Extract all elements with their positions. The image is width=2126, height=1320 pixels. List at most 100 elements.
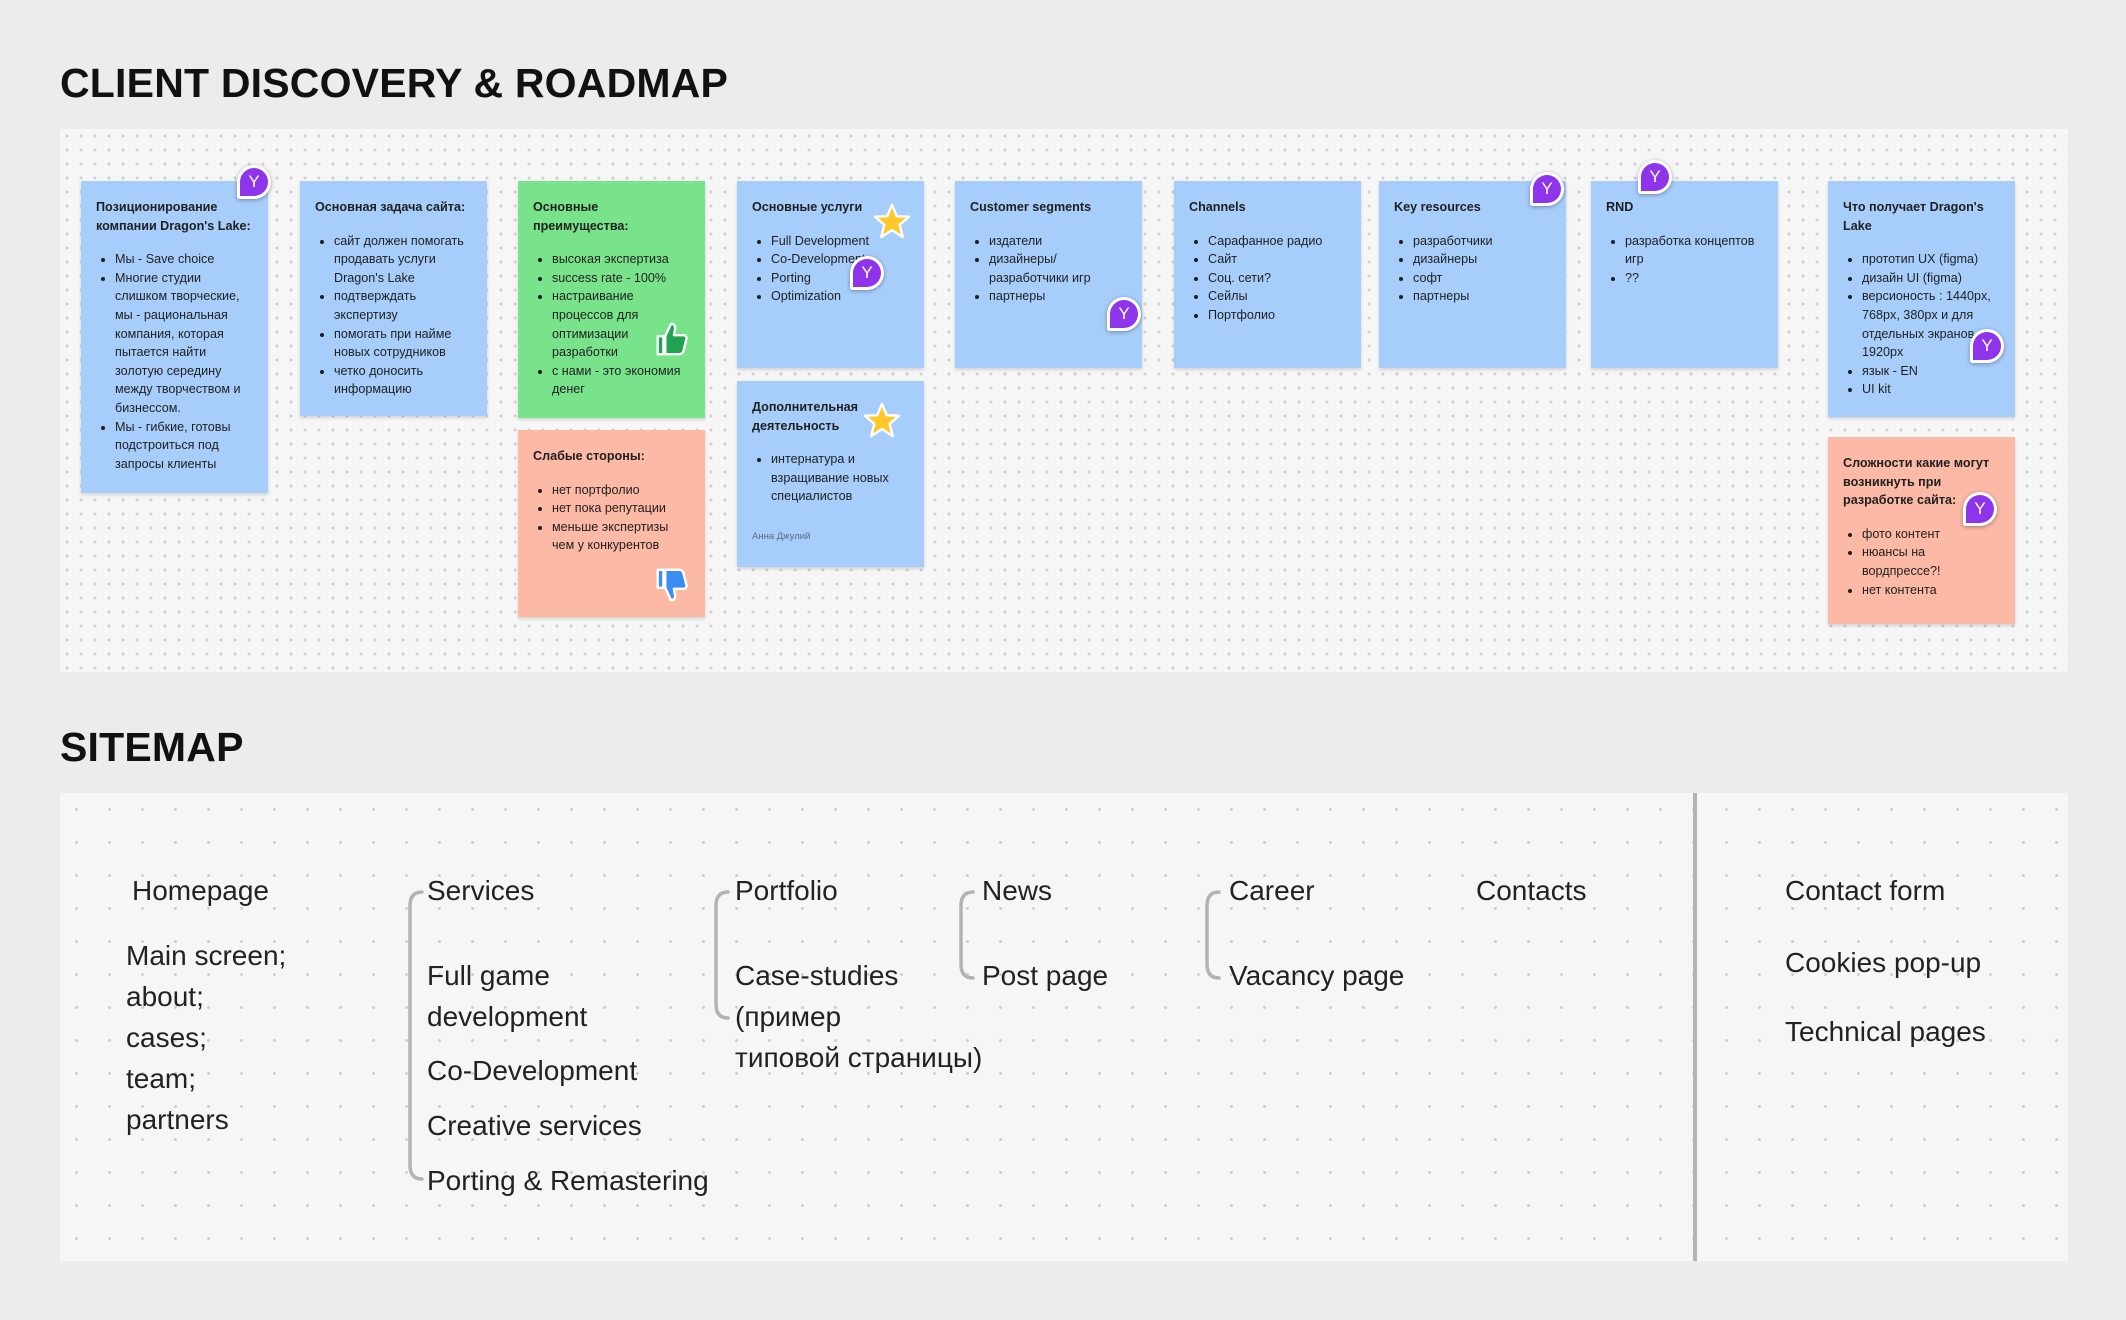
sitemap-career[interactable]: Career — [1229, 875, 1315, 906]
sitemap-technical-pages[interactable]: Technical pages — [1785, 1016, 1986, 1047]
note-title: Key resources — [1394, 200, 1481, 214]
sitemap-news[interactable]: News — [982, 875, 1053, 906]
sitemap-board[interactable]: Homepage Main screen; about; cases; team… — [60, 793, 2068, 1261]
note-customer-segments[interactable]: Customer segments издатели дизайнеры/раз… — [955, 181, 1142, 368]
note-list: разработка концептов игр ?? — [1606, 232, 1763, 288]
note-list: фото контент нюансы на вордпрессе?! нет … — [1843, 525, 2000, 599]
sitemap-subitem: Post page — [982, 960, 1109, 991]
note-title: Основные преимущества: — [533, 200, 629, 233]
user-avatar[interactable]: Y — [1638, 160, 1672, 194]
note-title: Channels — [1189, 200, 1246, 214]
sitemap-cookies-popup[interactable]: Cookies pop-up — [1785, 947, 1982, 978]
note-item: интернатура и взращивание новых специали… — [771, 450, 909, 506]
sitemap-subitem: Creative services — [427, 1110, 642, 1141]
thumbs-down-icon — [656, 568, 688, 602]
career-bracket — [1205, 890, 1221, 980]
note-title: RND — [1606, 200, 1634, 214]
note-advantages[interactable]: Основные преимущества: высокая экспертиз… — [518, 181, 705, 418]
sitemap-homepage[interactable]: Homepage — [132, 875, 269, 906]
note-item: партнеры — [989, 287, 1127, 306]
note-list: Full Development Co-Development Porting … — [752, 232, 909, 306]
note-item: нюансы на вордпрессе?! — [1862, 543, 2000, 580]
homepage-children: Main screen; about; cases; team; partner… — [126, 935, 286, 1140]
discovery-board[interactable]: Позиционирование компании Dragon's Lake:… — [60, 129, 2068, 672]
sitemap-subitem: partners — [126, 1104, 229, 1135]
note-item: Co-Development — [771, 250, 909, 269]
note-item: нет контента — [1862, 581, 2000, 600]
note-item: партнеры — [1413, 287, 1551, 306]
note-item: язык - EN — [1862, 362, 2000, 381]
note-difficulties[interactable]: Сложности какие могут возникнуть при раз… — [1828, 437, 2015, 624]
star-icon — [863, 402, 901, 438]
note-list: Сарафанное радио Сайт Соц. сети? Сейлы П… — [1189, 232, 1346, 325]
note-positioning[interactable]: Позиционирование компании Dragon's Lake:… — [81, 181, 268, 493]
note-item: ?? — [1625, 269, 1763, 288]
note-item: Full Development — [771, 232, 909, 251]
note-site-task[interactable]: Основная задача сайта: сайт должен помог… — [300, 181, 487, 416]
user-avatar[interactable]: Y — [1530, 172, 1564, 206]
note-extra-activity[interactable]: Дополнительная деятельность интернатура … — [737, 381, 924, 567]
note-item: версионость : 1440px, 768px, 380px и для… — [1862, 287, 2000, 361]
note-key-resources[interactable]: Key resources разработчики дизайнеры соф… — [1379, 181, 1566, 368]
services-bracket — [408, 890, 424, 1181]
note-item: success rate - 100% — [552, 269, 690, 288]
note-title: Customer segments — [970, 200, 1092, 214]
note-item: нет портфолио — [552, 481, 690, 500]
note-item: Портфолио — [1208, 306, 1346, 325]
star-icon — [873, 203, 911, 239]
note-list: прототип UX (figma) дизайн UI (figma) ве… — [1843, 250, 2000, 399]
user-avatar[interactable]: Y — [1107, 297, 1141, 331]
sitemap-subitem: team; — [126, 1063, 197, 1094]
user-avatar[interactable]: Y — [1970, 329, 2004, 363]
note-item: подтверждать экспертизу — [334, 287, 472, 324]
portfolio-children: Case-studies (пример типовой страницы) — [735, 955, 982, 1078]
note-list: разработчики дизайнеры софт партнеры — [1394, 232, 1551, 306]
note-title: Слабые стороны: — [533, 449, 645, 463]
note-title: Основные услуги — [752, 200, 863, 214]
sitemap-subitem: about; — [126, 981, 204, 1012]
note-item: UI kit — [1862, 380, 2000, 399]
note-item: фото контент — [1862, 525, 2000, 544]
note-item: дизайн UI (figma) — [1862, 269, 2000, 288]
note-item: высокая экспертиза — [552, 250, 690, 269]
note-item: настраивание процессов для оптимизации р… — [552, 287, 690, 361]
note-item: Optimization — [771, 287, 909, 306]
note-list: высокая экспертиза success rate - 100% н… — [533, 250, 690, 399]
note-item: меньше экспертизы чем у конкурентов — [552, 518, 690, 555]
user-avatar[interactable]: Y — [237, 165, 271, 199]
note-title: Дополнительная деятельность — [752, 400, 859, 433]
user-avatar[interactable]: Y — [850, 256, 884, 290]
sitemap-services[interactable]: Services — [427, 875, 535, 906]
note-list: нет портфолио нет пока репутации меньше … — [533, 481, 690, 555]
thumbs-up-icon — [656, 322, 688, 356]
note-item: Многие студии слишком творческие, мы - р… — [115, 269, 253, 418]
sitemap-subitem: Co-Development — [427, 1055, 638, 1086]
note-list: Мы - Save choice Многие студии слишком т… — [96, 250, 253, 473]
note-item: помогать при найме новых сотрудников — [334, 325, 472, 362]
portfolio-bracket — [714, 890, 730, 1020]
note-item: с нами - это экономия денег — [552, 362, 690, 399]
note-rnd[interactable]: RND разработка концептов игр ?? — [1591, 181, 1778, 368]
sitemap-subitem: Case-studies — [735, 960, 899, 991]
sitemap-contacts[interactable]: Contacts — [1476, 875, 1587, 906]
sitemap-portfolio[interactable]: Portfolio — [735, 875, 838, 906]
sitemap-divider — [1693, 793, 1697, 1261]
sitemap-subitem: (пример — [735, 1001, 842, 1032]
note-list: издатели дизайнеры/разработчики игр парт… — [970, 232, 1127, 306]
sitemap-subitem: типовой страницы) — [735, 1042, 983, 1073]
user-avatar[interactable]: Y — [1963, 492, 1997, 526]
note-title: Сложности какие могут возникнуть при раз… — [1843, 456, 1990, 508]
note-item: дизайнеры/разработчики игр — [989, 250, 1127, 287]
note-item: Мы - гибкие, готовы подстроиться под зап… — [115, 418, 253, 474]
note-item: издатели — [989, 232, 1127, 251]
note-author: Анна Джулий — [752, 530, 811, 542]
sitemap-contact-form[interactable]: Contact form — [1785, 875, 1946, 906]
news-bracket — [959, 890, 975, 980]
note-item: четко доносить информацию — [334, 362, 472, 399]
note-item: разработка концептов игр — [1625, 232, 1763, 269]
note-item: дизайнеры — [1413, 250, 1551, 269]
note-channels[interactable]: Channels Сарафанное радио Сайт Соц. сети… — [1174, 181, 1361, 368]
note-list: интернатура и взращивание новых специали… — [752, 450, 909, 506]
sitemap-subitem: cases; — [126, 1022, 207, 1053]
note-deliverables[interactable]: Что получает Dragon's Lake прототип UX (… — [1828, 181, 2015, 417]
